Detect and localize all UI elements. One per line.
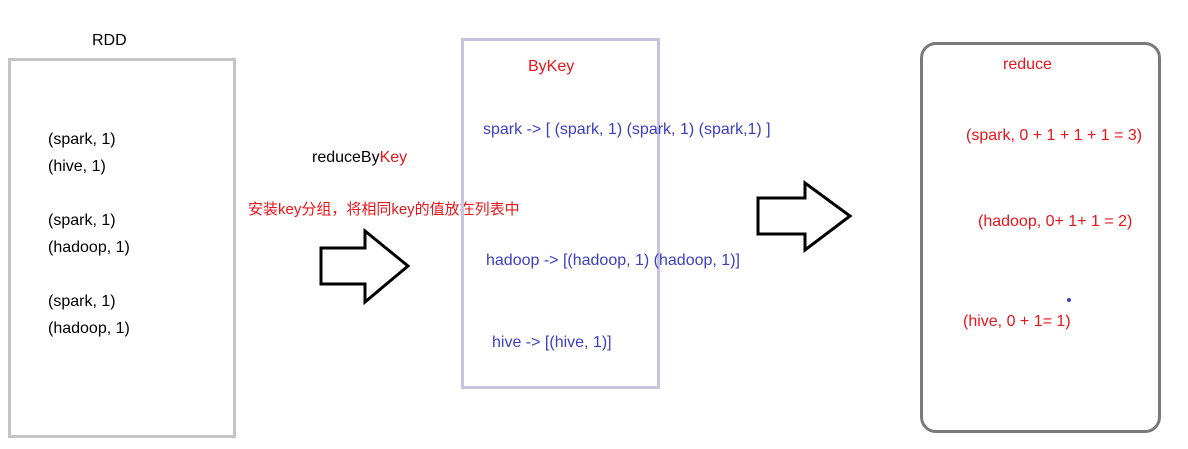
bykey-box bbox=[461, 38, 660, 389]
bykey-line: spark -> [ (spark, 1) (spark, 1) (spark,… bbox=[483, 121, 771, 138]
operation-description: 安装key分组，将相同key的值放在列表中 bbox=[248, 201, 520, 218]
rdd-line: (spark, 1) bbox=[48, 212, 116, 229]
operation-label: reduceByKey bbox=[312, 148, 407, 168]
dot-marker bbox=[1067, 298, 1071, 302]
bykey-title: ByKey bbox=[528, 58, 575, 75]
reduce-line: (hadoop, 0+ 1+ 1 = 2) bbox=[978, 213, 1133, 230]
rdd-line: (hive, 1) bbox=[48, 158, 106, 175]
rdd-box bbox=[8, 58, 236, 438]
operation-label-suffix: Key bbox=[379, 149, 408, 166]
rdd-line: (spark, 1) bbox=[48, 293, 116, 310]
bykey-line: hadoop -> [(hadoop, 1) (hadoop, 1)] bbox=[486, 252, 740, 269]
operation-label-prefix: reduceBy bbox=[312, 149, 380, 166]
right-arrow-icon bbox=[319, 228, 411, 306]
rdd-line: (hadoop, 1) bbox=[48, 239, 130, 256]
reduce-line: (hive, 0 + 1= 1) bbox=[963, 313, 1071, 330]
right-arrow-icon bbox=[756, 180, 853, 254]
rdd-line: (hadoop, 1) bbox=[48, 320, 130, 337]
rdd-line: (spark, 1) bbox=[48, 131, 116, 148]
reduce-title: reduce bbox=[1003, 56, 1052, 73]
bykey-line: hive -> [(hive, 1)] bbox=[492, 334, 612, 351]
reduce-box bbox=[920, 42, 1161, 433]
reduce-line: (spark, 0 + 1 + 1 + 1 = 3) bbox=[966, 127, 1143, 144]
rdd-title: RDD bbox=[92, 32, 127, 49]
